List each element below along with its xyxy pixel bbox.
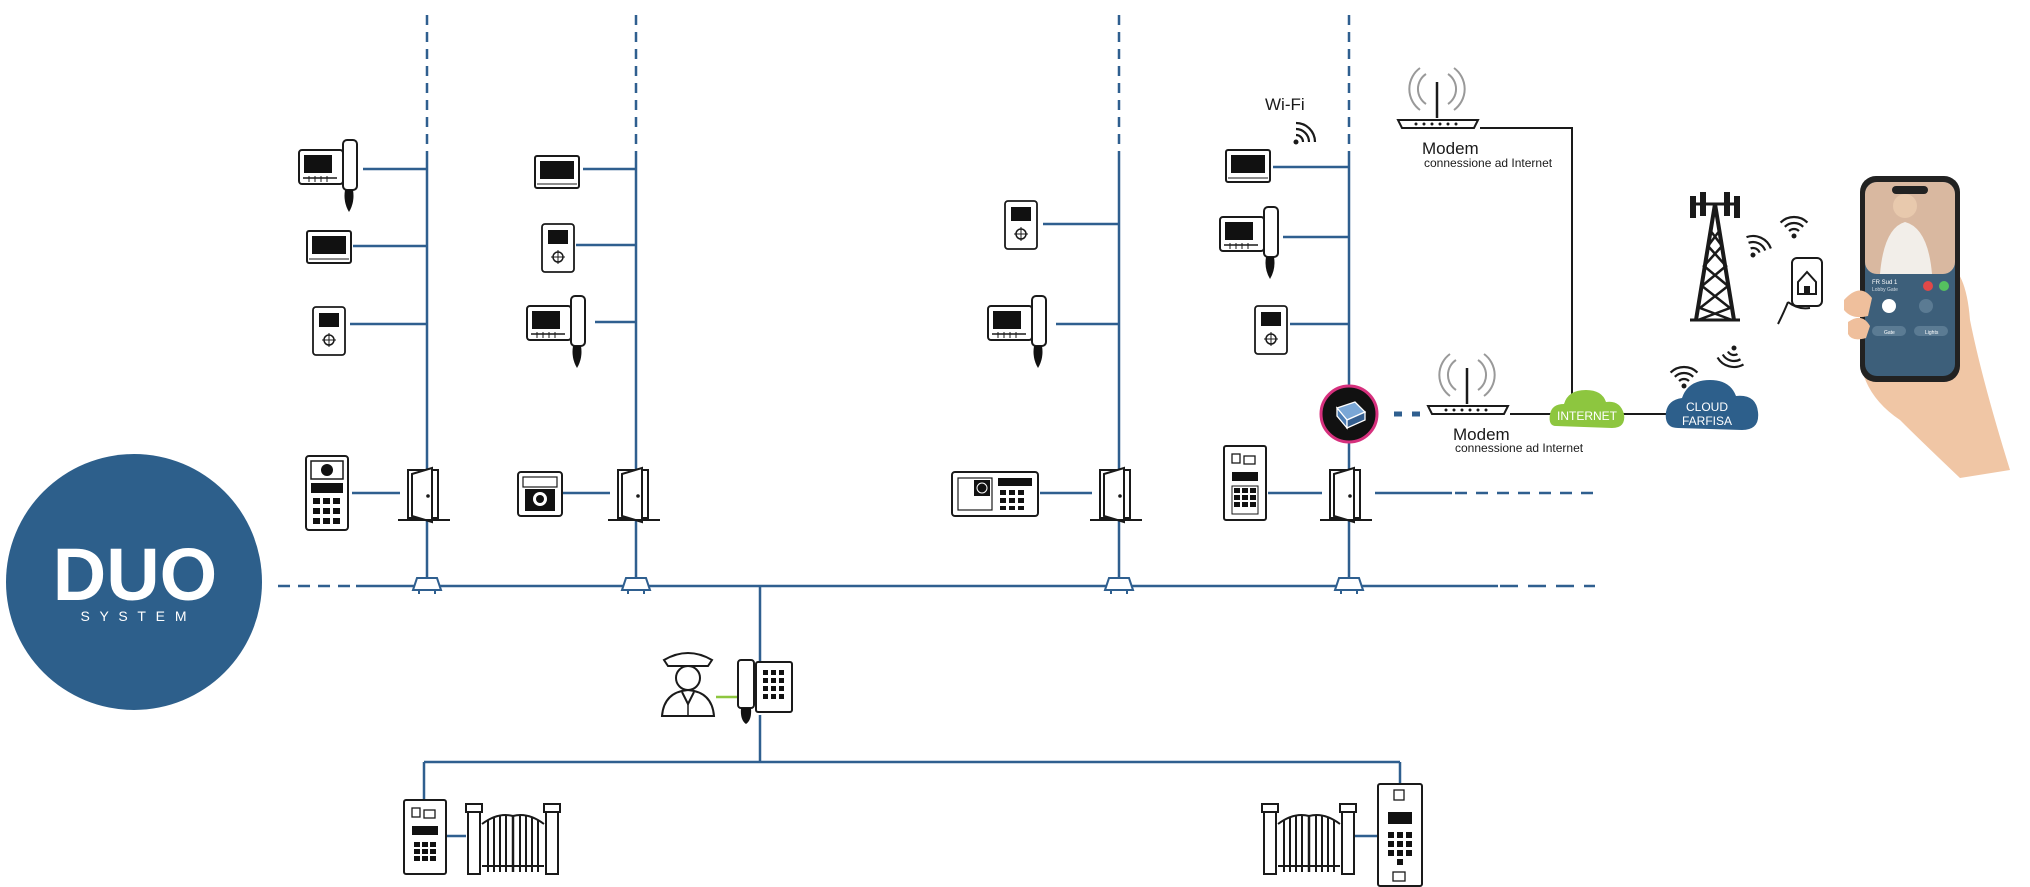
internet-cloud: INTERNET	[1549, 390, 1625, 428]
gate-left-group	[403, 799, 562, 876]
outdoor-modular-panel-icon	[1223, 445, 1267, 521]
audio-handsfree-icon	[1254, 305, 1288, 355]
cloud-farfisa: CLOUD FARFISA	[1665, 380, 1759, 430]
intercom-handset-monitor-icon	[526, 295, 586, 369]
app-action-icon	[1919, 299, 1933, 313]
modem-router-icon	[1396, 66, 1480, 130]
modem-bottom-title: Modem	[1453, 425, 1510, 444]
logo-brand: DUO	[53, 533, 217, 616]
logo-sub: S Y S T E M	[80, 608, 189, 624]
cloud-line1: CLOUD	[1686, 400, 1728, 414]
wifi-icon	[1292, 121, 1317, 146]
intercom-handset-monitor-icon	[1219, 206, 1279, 280]
outdoor-wide-panel-icon	[951, 471, 1039, 517]
gate-right-group	[1260, 783, 1423, 887]
wifi-label: Wi-Fi	[1265, 95, 1305, 114]
cell-tower-icon	[1690, 192, 1740, 322]
riser-4-devices: Wi-Fi	[1219, 95, 1379, 523]
audio-handsfree-icon	[1004, 200, 1038, 250]
video-monitor-icon	[1225, 149, 1271, 183]
network-section: Modem connessione ad Internet Modem conn…	[1396, 66, 1823, 455]
gate-icon	[464, 802, 562, 876]
wifi-gateway-icon	[1319, 384, 1379, 444]
bus-distributor-icon	[1104, 577, 1134, 595]
gate-tall-keypad-panel-icon	[1377, 783, 1423, 887]
wifi-icon	[1743, 229, 1773, 260]
audio-handsfree-icon	[312, 306, 346, 356]
app-lights-button	[1914, 326, 1948, 336]
gate-keypad-panel-icon	[403, 799, 447, 875]
concierge-icon	[660, 652, 716, 717]
cloud-line2: FARFISA	[1682, 414, 1732, 428]
phone-btn-left: Gate	[1884, 330, 1895, 336]
bus-distributor-icon	[621, 577, 651, 595]
video-monitor-icon	[306, 230, 352, 264]
intercom-handset-monitor-icon	[298, 139, 358, 213]
bus-lines	[278, 15, 1600, 838]
intercom-handset-monitor-icon	[987, 295, 1047, 369]
phone-btn-right: Lights	[1925, 330, 1939, 336]
internet-label: INTERNET	[1557, 409, 1618, 423]
phone-caller: FR Sud 1	[1872, 280, 1898, 286]
modem-top-subtitle: connessione ad Internet	[1424, 156, 1553, 170]
outdoor-keypad-panel-icon	[305, 455, 349, 531]
bus-distributor-icon	[1334, 577, 1364, 595]
smartphone-hand-icon: FR Sud 1 Lobby Gate Gate Lights	[1844, 176, 2010, 478]
wifi-icon	[1777, 208, 1811, 241]
duo-system-logo: DUO S Y S T E M	[6, 454, 262, 710]
door-icon	[1089, 467, 1143, 523]
smart-home-phone-icon	[1777, 257, 1823, 325]
bus-distributor-icon	[412, 577, 442, 595]
riser-2-devices	[517, 155, 661, 523]
door-icon	[1319, 467, 1373, 523]
decline-call-icon	[1923, 281, 1933, 291]
door-icon	[397, 467, 451, 523]
app-action-icon	[1882, 299, 1896, 313]
modem-top-title: Modem	[1422, 139, 1479, 158]
riser-3-devices	[951, 200, 1143, 523]
modem-router-icon	[1426, 352, 1510, 416]
wifi-icon	[1715, 343, 1747, 376]
gate-icon	[1260, 802, 1358, 876]
app-gate-button	[1872, 326, 1906, 336]
video-monitor-icon	[534, 155, 580, 189]
switchboard-icon	[737, 659, 793, 724]
modem-bottom-subtitle: connessione ad Internet	[1455, 441, 1584, 455]
door-icon	[607, 467, 661, 523]
concierge-station	[660, 652, 793, 724]
accept-call-icon	[1939, 281, 1949, 291]
audio-handsfree-icon	[541, 223, 575, 273]
outdoor-camera-panel-icon	[517, 471, 563, 517]
riser-1-devices	[298, 139, 451, 531]
phone-caller-sub: Lobby Gate	[1872, 287, 1898, 293]
